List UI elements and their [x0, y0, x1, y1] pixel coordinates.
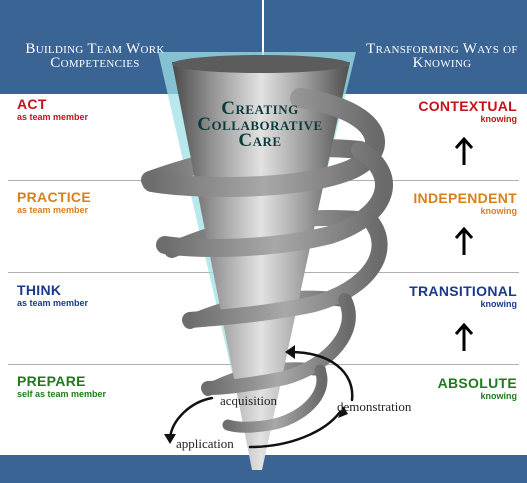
- level-left-label: ACT: [17, 96, 47, 112]
- level-right-sublabel: knowing: [480, 114, 518, 124]
- level-right-transitional: TRANSITIONAL knowing: [409, 283, 518, 310]
- level-left-label: THINK: [17, 282, 62, 298]
- cycle-label-demonstration: demonstration: [337, 399, 412, 414]
- level-right-independent: INDEPENDENT knowing: [413, 190, 518, 217]
- level-right-label: TRANSITIONAL: [409, 283, 517, 299]
- level-right-label: ABSOLUTE: [437, 375, 517, 391]
- level-right-contextual: CONTEXTUAL knowing: [418, 98, 518, 125]
- cycle-label-acquisition: acquisition: [220, 393, 278, 408]
- level-left-prepare: PREPARE self as team member: [17, 373, 107, 400]
- header-right-title: Transforming Ways of Knowing: [366, 41, 518, 71]
- level-left-practice: PRACTICE as team member: [17, 189, 91, 216]
- spiral-front: [222, 364, 328, 433]
- cycle-arrow-icon: [168, 396, 214, 440]
- level-left-think: THINK as team member: [17, 282, 89, 309]
- level-left-label: PREPARE: [17, 373, 86, 389]
- cycle-arrow-icon: [248, 410, 342, 449]
- funnel-cone: [172, 62, 350, 470]
- up-arrow-icon: [454, 136, 474, 165]
- cycle-arrow-icon: [288, 350, 354, 402]
- header-divider: [262, 0, 264, 94]
- level-left-sublabel: as team member: [17, 298, 89, 308]
- cycle-arrowhead: [338, 406, 348, 418]
- up-arrow-icon: [454, 322, 474, 351]
- level-right-sublabel: knowing: [480, 299, 518, 309]
- level-right-sublabel: knowing: [480, 391, 518, 401]
- level-right-absolute: ABSOLUTE knowing: [437, 375, 518, 402]
- spiral-front: [182, 212, 388, 328]
- level-right-label: CONTEXTUAL: [418, 98, 517, 114]
- spiral-front: [156, 141, 393, 257]
- level-right-sublabel: knowing: [480, 206, 518, 216]
- level-left-label: PRACTICE: [17, 189, 91, 205]
- spiral-front: [201, 293, 356, 395]
- level-right-label: INDEPENDENT: [413, 190, 517, 206]
- header-left-title: Building Team Work Competencies: [25, 41, 165, 71]
- cycle-label-application: application: [176, 436, 234, 451]
- level-left-sublabel: as team member: [17, 205, 89, 215]
- cycle-arrowhead: [285, 345, 295, 359]
- level-left-sublabel: self as team member: [17, 389, 107, 399]
- funnel-rim: [172, 55, 350, 73]
- up-arrow-icon: [454, 226, 474, 255]
- center-title: Creating Collaborative Care: [197, 98, 323, 151]
- cycle-arrowhead: [164, 434, 176, 444]
- level-left-act: ACT as team member: [17, 96, 89, 123]
- spiral-front: [142, 88, 385, 197]
- level-left-sublabel: as team member: [17, 112, 89, 122]
